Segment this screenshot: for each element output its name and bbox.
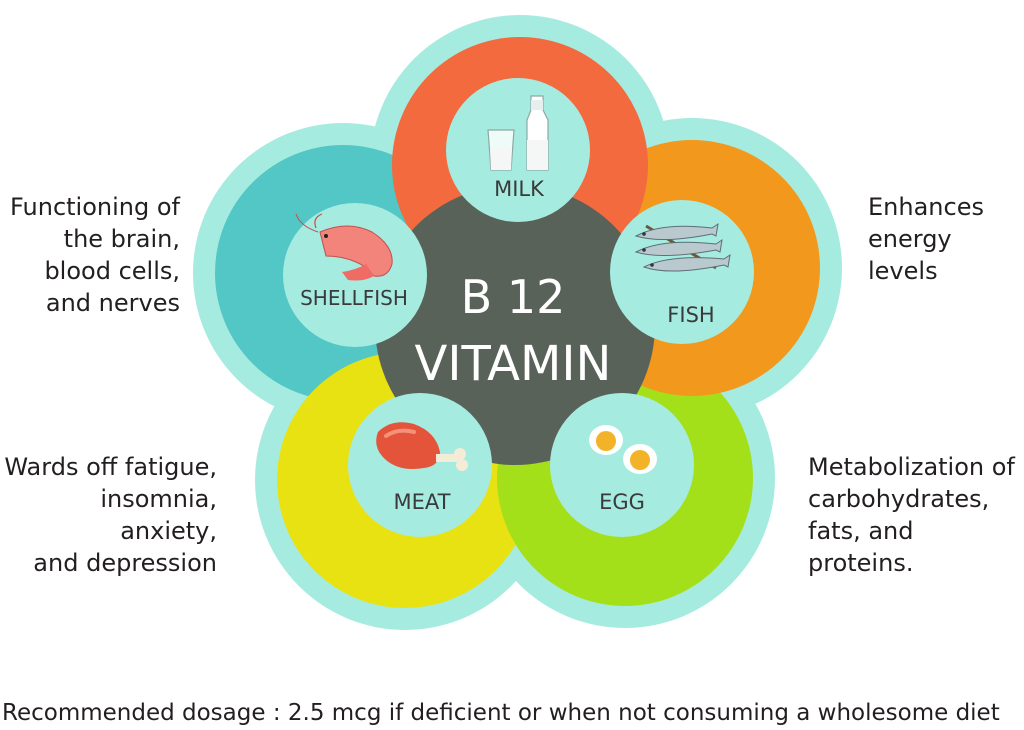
shrimp-icon <box>295 213 393 281</box>
benefit-brain-line: the brain, <box>63 225 180 253</box>
benefit-brain-line: blood cells, <box>44 257 180 285</box>
benefit-metabolism-line: Metabolization of <box>808 453 1015 481</box>
fish-icon <box>634 222 731 272</box>
benefit-metabolism-line: carbohydrates, <box>808 485 990 513</box>
milk-icon <box>487 95 549 171</box>
benefit-brain-text: Functioning of the brain, blood cells, a… <box>0 191 180 319</box>
egg-icon <box>589 425 657 474</box>
center-title-line1: B 12 <box>461 270 566 324</box>
benefit-brain-line: Functioning of <box>10 193 180 221</box>
center-title-line2: VITAMIN <box>415 336 612 392</box>
milk-disc <box>446 78 590 222</box>
recommended-dosage-note: Recommended dosage : 2.5 mcg if deficien… <box>2 700 1000 726</box>
benefit-metabolism-text: Metabolization of carbohydrates, fats, a… <box>808 451 1024 579</box>
benefit-metabolism-line: fats, and proteins. <box>808 517 914 577</box>
benefit-fatigue-line: insomnia, anxiety, <box>100 485 217 545</box>
label-shellfish: SHELLFISH <box>300 286 408 310</box>
benefit-energy-line: Enhances <box>868 193 984 221</box>
center-disc <box>375 185 655 465</box>
meat-drumstick-icon <box>376 422 468 471</box>
benefit-energy-text: Enhances energy levels <box>868 191 1024 287</box>
benefit-energy-line: energy levels <box>868 225 952 285</box>
label-milk: MILK <box>494 177 545 201</box>
label-fish: FISH <box>667 303 714 327</box>
benefit-fatigue-line: and depression <box>33 549 217 577</box>
label-meat: MEAT <box>394 490 451 514</box>
label-egg: EGG <box>599 490 645 514</box>
benefit-fatigue-text: Wards off fatigue, insomnia, anxiety, an… <box>0 451 217 579</box>
egg-disc <box>550 393 694 537</box>
benefit-brain-line: and nerves <box>45 289 180 317</box>
benefit-fatigue-line: Wards off fatigue, <box>4 453 217 481</box>
